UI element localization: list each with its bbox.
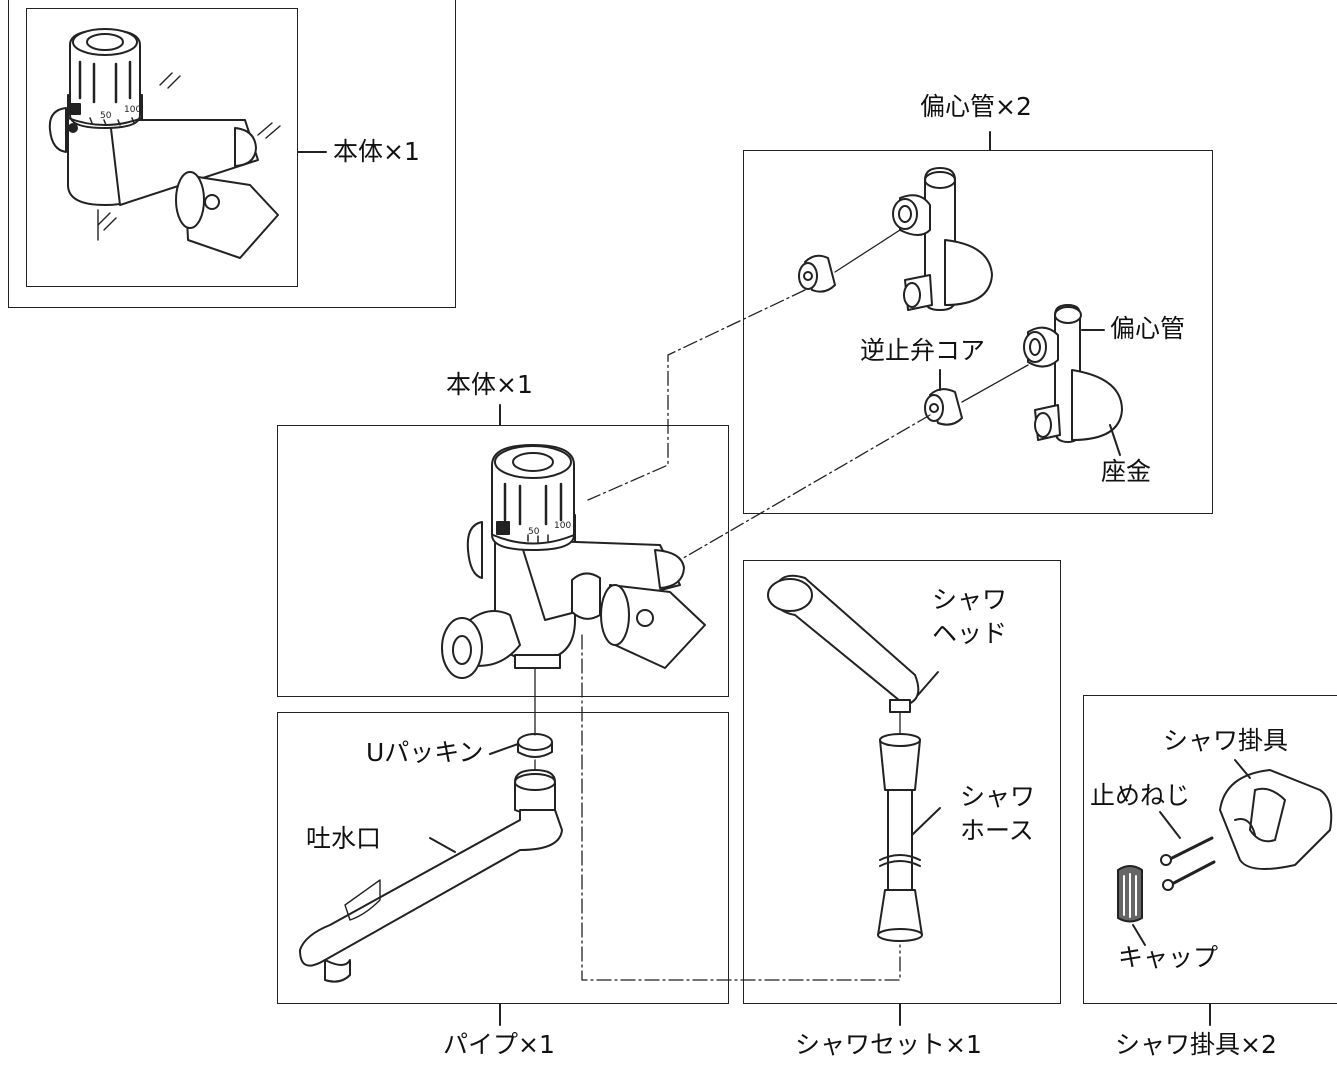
label-set-screw: 止めねじ	[1090, 781, 1191, 810]
label-shower-set-title: シャワセット×1	[795, 1030, 982, 1059]
body-main-illustration	[441, 444, 706, 679]
shower-hose-illustration	[877, 733, 923, 942]
cap-illustration	[1117, 865, 1143, 923]
label-spout: 吐水口	[306, 824, 382, 853]
dial-scale-50-main: 50	[528, 527, 540, 537]
eccentric-pipe-2	[1023, 304, 1123, 443]
label-shower-hose-2: ホース	[960, 816, 1034, 845]
spout-illustration	[299, 769, 563, 983]
body-main-frame	[277, 425, 729, 697]
label-cap: キャップ	[1118, 943, 1219, 972]
label-u-packing: Uパッキン	[366, 738, 484, 767]
shower-head-illustration	[767, 574, 920, 713]
u-packing-illustration	[517, 733, 553, 758]
label-shower-head-2: ヘッド	[932, 619, 1008, 648]
shower-hook-illustration	[1219, 769, 1333, 870]
dial-scale-100-top: 100	[124, 105, 141, 115]
eccentric-pipe-1	[892, 167, 993, 311]
label-body-top: 本体×1	[333, 137, 420, 166]
label-washer: 座金	[1101, 457, 1152, 486]
label-shower-hook-title: シャワ掛具×2	[1115, 1030, 1277, 1059]
label-eccentric-title: 偏心管×2	[920, 92, 1032, 121]
label-pipe-title: パイプ×1	[443, 1030, 555, 1059]
check-valve-core-2	[924, 388, 963, 426]
label-shower-hook: シャワ掛具	[1163, 726, 1289, 755]
check-valve-core-1	[798, 254, 836, 293]
label-check-valve-core: 逆止弁コア	[860, 336, 986, 365]
shower-set-frame	[743, 560, 1061, 1004]
label-shower-head-1: シャワ	[932, 585, 1008, 614]
dial-scale: 50 100 50 100	[100, 105, 571, 537]
body-top-frame-outer	[8, 0, 456, 308]
eccentric-frame	[743, 150, 1213, 514]
set-screw-illustration	[1160, 836, 1216, 891]
body-top-frame-inner	[26, 8, 298, 287]
pipe-frame	[277, 712, 729, 1004]
label-body-main: 本体×1	[446, 370, 533, 399]
label-eccentric-pipe: 偏心管	[1110, 314, 1186, 343]
body-top-illustration	[48, 28, 281, 259]
dial-scale-50-top: 50	[100, 111, 112, 121]
label-shower-hose-1: シャワ	[960, 782, 1036, 811]
dial-scale-100-main: 100	[554, 521, 571, 531]
